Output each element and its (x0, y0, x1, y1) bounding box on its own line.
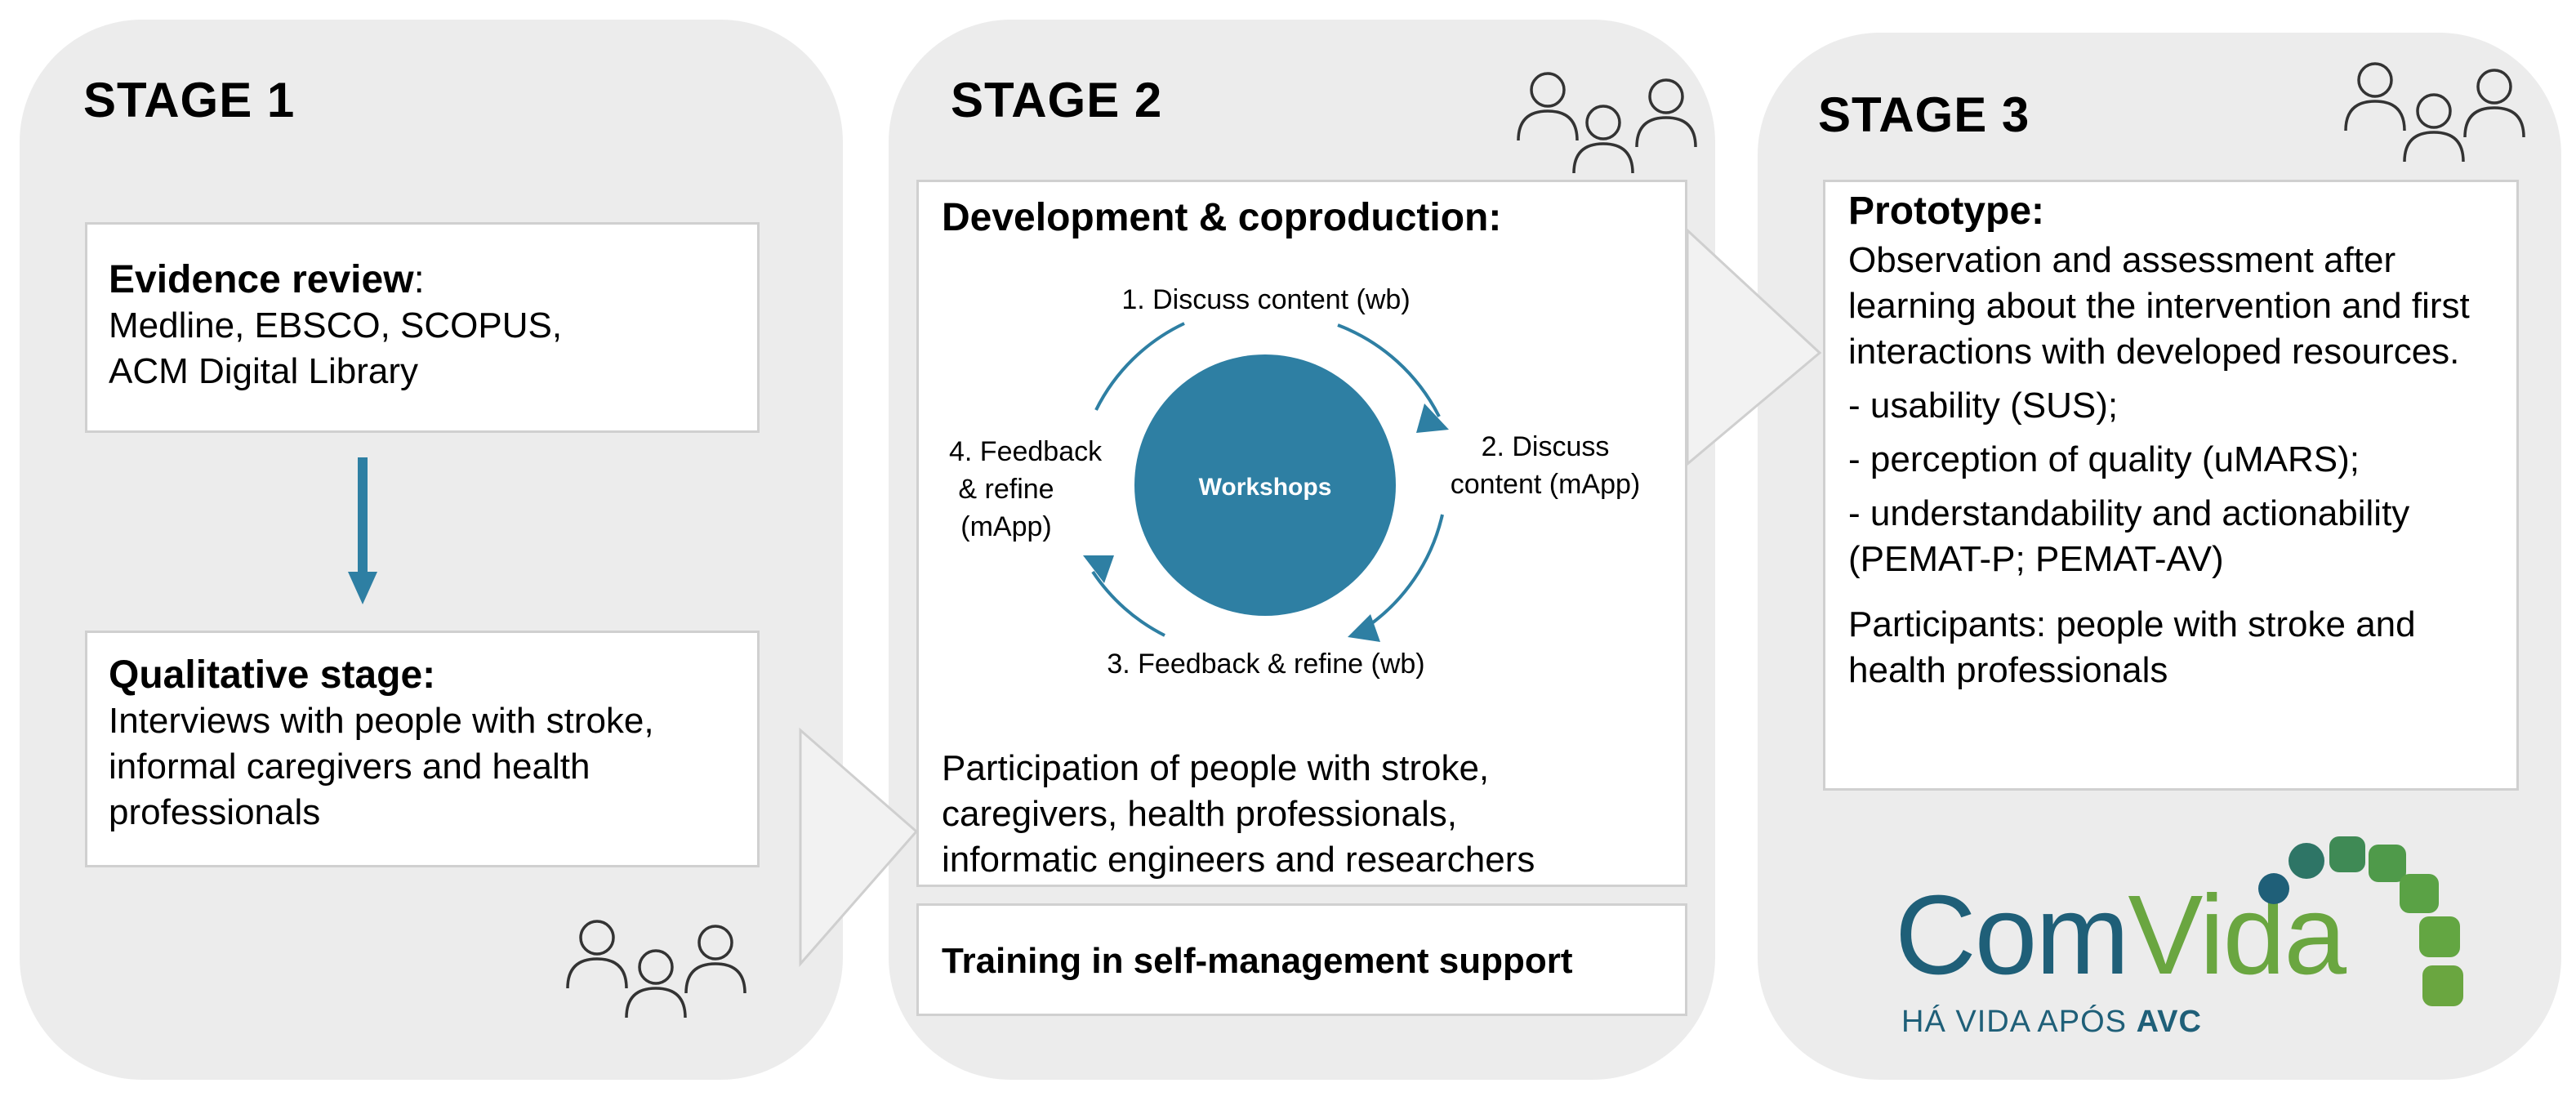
cycle-step-4-line-2: & refine (958, 474, 1054, 505)
stage-1-panel: STAGE 1 Evidence review: Medline, EBSCO,… (20, 20, 843, 1080)
prototype-box: Prototype: Observation and assessment af… (1823, 180, 2519, 791)
training-box: Training in self-management support (916, 903, 1687, 1016)
people-group-icon (566, 920, 747, 1019)
stage-1-title: STAGE 1 (83, 73, 296, 127)
cycle-arrow-icon (1091, 322, 1444, 637)
evidence-review-text: Medline, EBSCO, SCOPUS, ACM Digital Libr… (109, 305, 563, 391)
evidence-review-colon: : (413, 258, 425, 301)
workshops-label: Workshops (1198, 474, 1332, 501)
participation-text: Participation of people with stroke, car… (942, 748, 1535, 880)
prototype-intro: Observation and assessment after learnin… (1848, 240, 2470, 372)
cycle-step-2-line-2: content (mApp) (1450, 469, 1641, 500)
logo-tagline-bold: AVC (2136, 1005, 2202, 1039)
logo-dots (2258, 836, 2463, 1006)
cycle-step-1: 1. Discuss content (wb) (1121, 284, 1411, 315)
stage-2-title: STAGE 2 (951, 73, 1163, 127)
development-title: Development & coproduction: (942, 196, 1502, 239)
cycle-step-4-line-3: (mApp) (960, 511, 1052, 542)
logo-tagline-plain: HÁ VIDA APÓS (1901, 1005, 2137, 1039)
logo-com-text: Com (1895, 872, 2129, 998)
chevron-arrow-icon (799, 727, 919, 967)
cycle-step-2-line-1: 2. Discuss (1481, 431, 1610, 462)
people-group-icon (2344, 62, 2525, 163)
qualitative-stage-box: Qualitative stage: Interviews with peopl… (85, 631, 760, 867)
qualitative-stage-text: Interviews with people with stroke, info… (109, 701, 654, 832)
logo-vida-text: Vida (2128, 872, 2346, 998)
cycle-arrowheads (1083, 403, 1449, 642)
people-group-icon (1517, 72, 1697, 175)
cycle-step-3: 3. Feedback & refine (wb) (1107, 649, 1425, 680)
down-arrow-icon (348, 457, 377, 604)
cycle-step-4-line-1: 4. Feedback (949, 436, 1103, 467)
comvida-logo: ComVida HÁ VIDA APÓS AVC (1895, 874, 2450, 1054)
participants-text: Participants: people with stroke and hea… (1848, 604, 2416, 690)
stage-3-title: STAGE 3 (1818, 87, 2030, 142)
criteria-usability: - usability (SUS); (1848, 386, 2119, 426)
workshops-circle (1134, 354, 1396, 616)
prototype-title: Prototype: (1848, 189, 2044, 233)
criteria-understandability: - understandability and actionability (P… (1848, 493, 2410, 579)
evidence-review-box: Evidence review: Medline, EBSCO, SCOPUS,… (85, 222, 760, 433)
criteria-quality: - perception of quality (uMARS); (1848, 439, 2360, 479)
qualitative-stage-title: Qualitative stage: (109, 653, 436, 697)
logo-tagline: HÁ VIDA APÓS AVC (1901, 1005, 2202, 1040)
evidence-review-title: Evidence review (109, 258, 414, 301)
chevron-arrow-icon (1686, 227, 1822, 467)
training-text: Training in self-management support (942, 941, 1573, 981)
